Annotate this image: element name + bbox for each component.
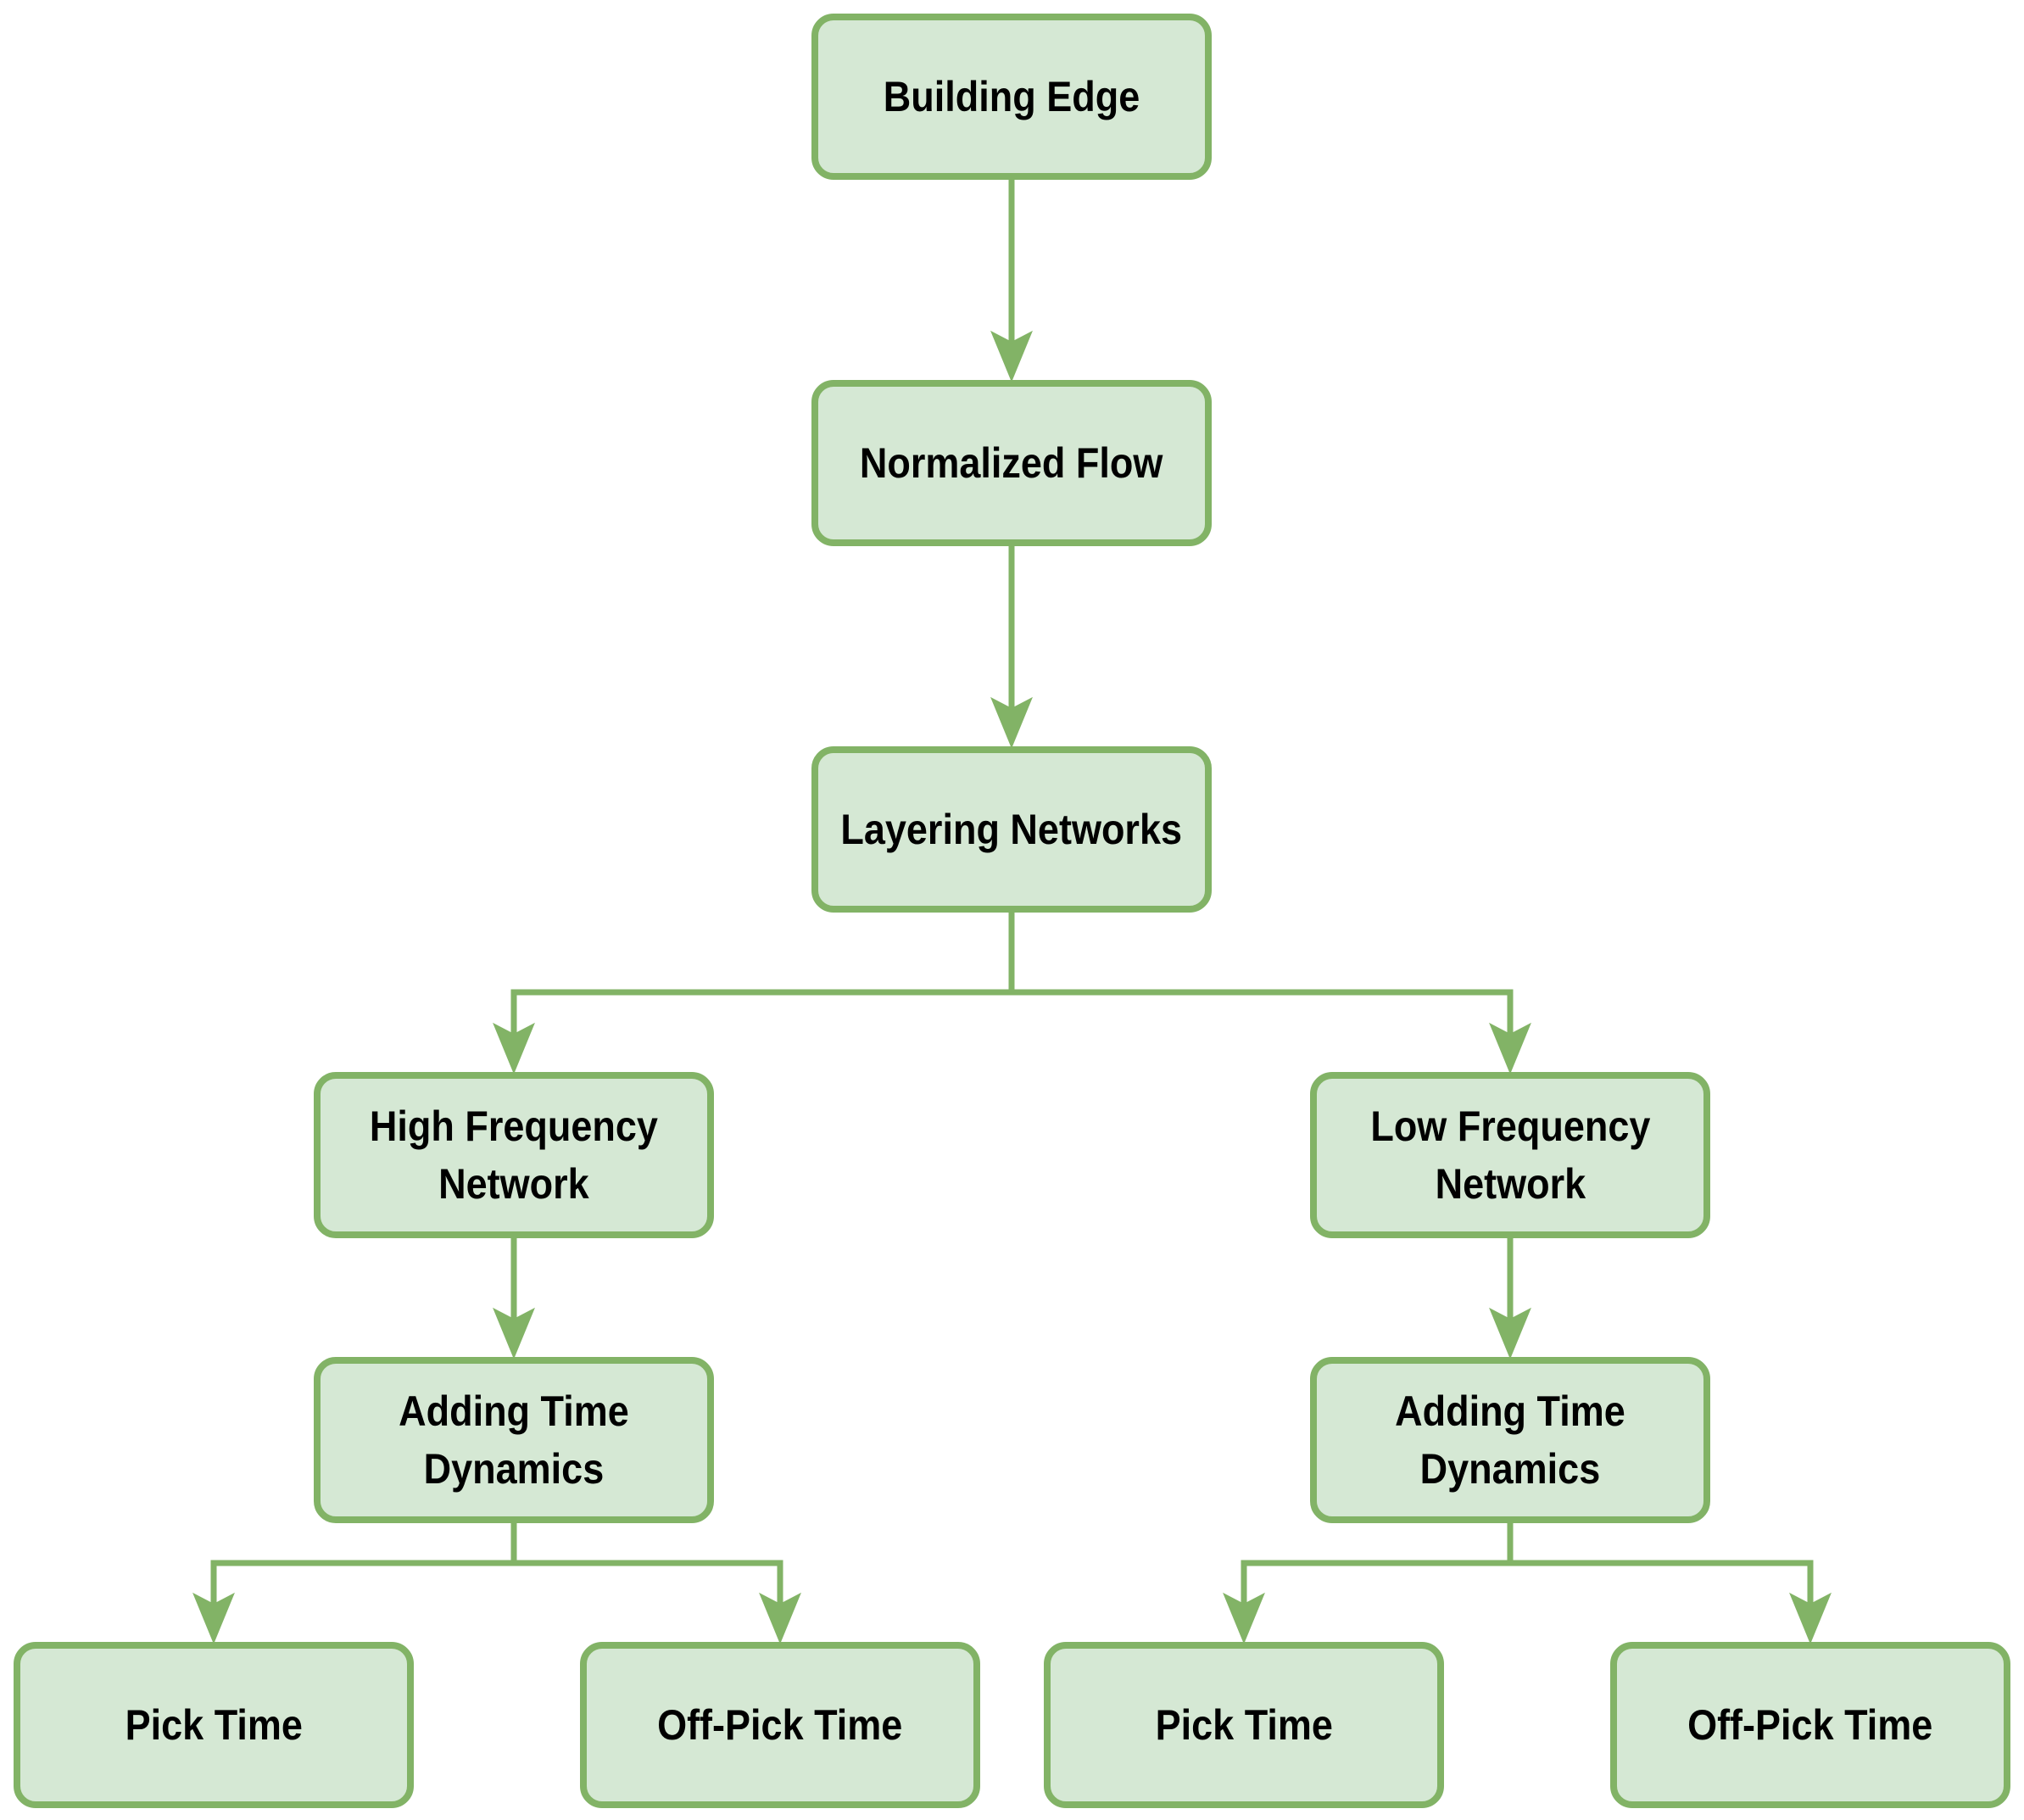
- node-low-frequency-network: Low Frequency Network: [1310, 1072, 1710, 1238]
- node-off-pick-time-low: Off-Pick Time: [1610, 1642, 2010, 1808]
- connector-layering-networks-to-branches: [510, 989, 1514, 1041]
- node-adding-time-dynamics-low: Adding Time Dynamics: [1310, 1357, 1710, 1523]
- node-label: Pick Time: [1155, 1701, 1333, 1749]
- node-label: Off-Pick Time: [1687, 1701, 1933, 1749]
- node-label: High Frequency Network: [369, 1103, 659, 1208]
- arrowhead-time-dynamics-low: [1489, 1307, 1531, 1359]
- node-normalized-flow: Normalized Flow: [811, 380, 1212, 546]
- node-label: Adding Time Dynamics: [399, 1387, 629, 1493]
- node-label: Pick Time: [125, 1701, 303, 1749]
- arrowhead-normalized-flow: [990, 330, 1033, 382]
- arrowhead-off-pick-time-high: [759, 1592, 801, 1644]
- node-label: Off-Pick Time: [657, 1701, 903, 1749]
- node-off-pick-time-high: Off-Pick Time: [580, 1642, 980, 1808]
- arrowhead-off-pick-time-low: [1789, 1592, 1832, 1644]
- connector-time-dynamics-low-to-leaves: [1241, 1560, 1814, 1611]
- arrowhead-time-dynamics-high: [493, 1307, 535, 1359]
- arrowhead-high-frequency-network: [493, 1022, 535, 1075]
- node-label: Layering Networks: [840, 806, 1183, 853]
- node-label: Low Frequency Network: [1369, 1103, 1651, 1208]
- arrowhead-layering-networks: [990, 696, 1033, 749]
- arrowhead-pick-time-high: [192, 1592, 235, 1644]
- node-label: Building Edge: [883, 73, 1140, 120]
- node-label: Adding Time Dynamics: [1395, 1387, 1625, 1493]
- arrowhead-pick-time-low: [1223, 1592, 1265, 1644]
- node-adding-time-dynamics-high: Adding Time Dynamics: [314, 1357, 714, 1523]
- connector-time-dynamics-high-to-leaves: [210, 1560, 783, 1611]
- node-label: Normalized Flow: [860, 439, 1163, 487]
- node-building-edge: Building Edge: [811, 14, 1212, 180]
- node-layering-networks: Layering Networks: [811, 746, 1212, 913]
- node-pick-time-low: Pick Time: [1044, 1642, 1444, 1808]
- node-high-frequency-network: High Frequency Network: [314, 1072, 714, 1238]
- arrowhead-low-frequency-network: [1489, 1022, 1531, 1075]
- node-pick-time-high: Pick Time: [14, 1642, 414, 1808]
